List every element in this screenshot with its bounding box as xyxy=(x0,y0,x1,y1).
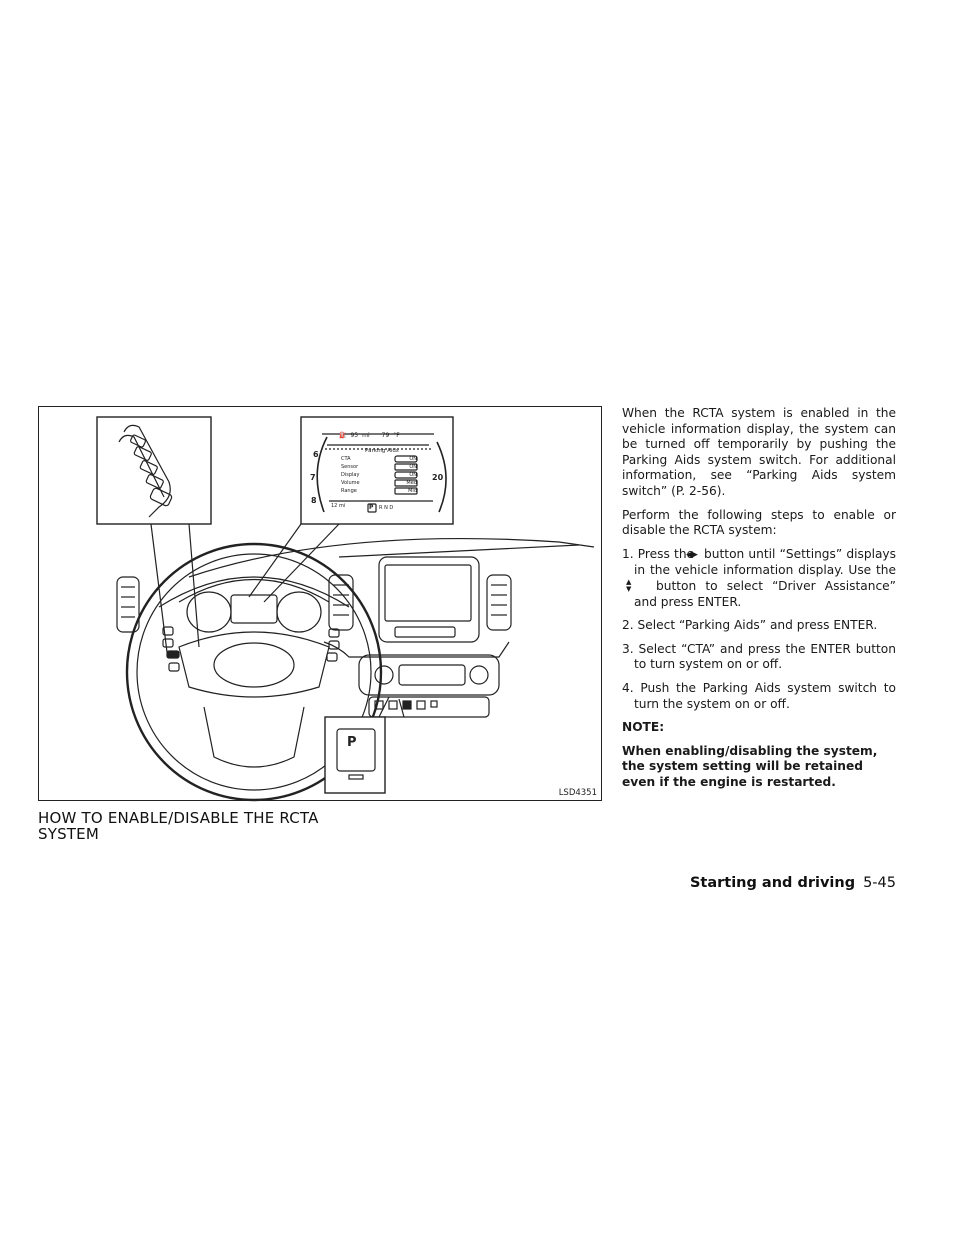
parking-aids-switch-label: P xyxy=(347,735,357,750)
tach-8: 8 xyxy=(311,496,317,505)
paragraph-intro: When the RCTA system is enabled in the v… xyxy=(622,406,896,498)
cluster-menu-row: Sensor ON xyxy=(341,463,421,471)
dashboard-illustration xyxy=(96,416,595,802)
tach-6: 6 xyxy=(313,450,319,459)
cluster-menu-row-value: ON xyxy=(409,464,417,470)
tach-7: 7 xyxy=(310,473,316,482)
cluster-menu-row: Range Mid xyxy=(341,487,421,495)
footer-section-name: Starting and driving xyxy=(689,875,856,891)
cluster-menu-row-value: Mid xyxy=(408,488,417,494)
cluster-gear-p: P xyxy=(369,504,374,511)
step-4: 4. Push the Parking Aids system switch t… xyxy=(622,680,896,711)
note-text: When enabling/disabling the system, the … xyxy=(622,743,878,789)
cluster-menu-title: Parking Aids xyxy=(365,448,399,454)
speed-20: 20 xyxy=(432,473,444,482)
up-down-arrows-icon: ▲▼ xyxy=(626,577,632,593)
cluster-odo: 12 mi xyxy=(331,503,345,509)
cluster-menu-row: CTA ON xyxy=(341,455,421,463)
page-footer: Starting and driving 5-45 xyxy=(690,875,896,891)
left-right-arrows-icon: ◀▶ xyxy=(686,549,698,560)
figure-code: LSD4351 xyxy=(558,788,597,798)
cluster-temp-unit: °F xyxy=(393,432,400,439)
step-3: 3. Select “CTA” and press the ENTER butt… xyxy=(622,641,896,672)
cluster-menu-row-label: Sensor xyxy=(341,464,359,470)
cluster-menu-row-label: Range xyxy=(341,488,357,494)
cluster-fuel: 95 xyxy=(350,432,359,439)
step-1-part-b: button until “Settings” displays in the … xyxy=(634,546,896,578)
page-number: 5-45 xyxy=(863,875,896,891)
note-label: NOTE: xyxy=(622,720,665,735)
cluster-menu-row-label: Display xyxy=(341,472,360,478)
cluster-menu-row: Display ON xyxy=(341,471,421,479)
step-2: 2. Select “Parking Aids” and press ENTER… xyxy=(622,618,878,633)
cluster-status-line: ⛽ 95 mi 79 °F xyxy=(339,432,400,439)
step-1-part-c: button to select “Driver Assistance” and… xyxy=(634,578,896,609)
cluster-temp: 79 xyxy=(381,432,390,439)
cluster-odo-value: 12 xyxy=(331,503,338,509)
cluster-menu-row-label: Volume xyxy=(341,480,360,486)
fuel-icon: ⛽ xyxy=(339,432,347,439)
paragraph-steps-intro: Perform the following steps to enable or… xyxy=(622,507,896,538)
cluster-menu-row-value: ON xyxy=(409,472,417,478)
cluster-gear-rest: R N D xyxy=(379,505,394,511)
body-column: When the RCTA system is enabled in the v… xyxy=(622,406,896,798)
step-1-part-a: 1. Press the xyxy=(622,546,695,561)
cluster-fuel-unit: mi xyxy=(362,432,370,439)
step-1: 1. Press the◀▶button until “Settings” di… xyxy=(622,547,896,610)
cluster-menu-row-value: Med xyxy=(406,480,417,486)
cluster-odo-unit: mi xyxy=(338,503,346,509)
cluster-menu-row-value: ON xyxy=(409,456,417,462)
cluster-menu-row-label: CTA xyxy=(341,456,351,462)
section-heading: HOW TO ENABLE/DISABLE THE RCTA SYSTEM xyxy=(38,809,319,843)
cluster-menu-row: Volume Med xyxy=(341,479,421,487)
